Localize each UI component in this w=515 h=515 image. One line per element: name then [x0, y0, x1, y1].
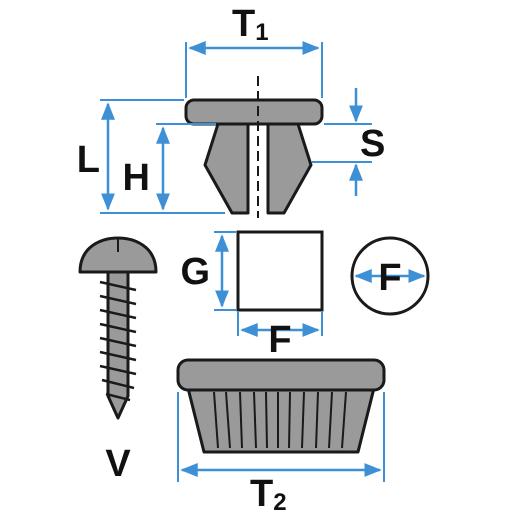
base-cap-part [176, 358, 386, 454]
square-hole-part [236, 230, 324, 312]
cap-ribs [213, 391, 347, 449]
t1-dimension: T1 [185, 3, 323, 98]
h-dimension: H [123, 123, 216, 211]
square-hole [236, 230, 324, 312]
t2-label: T2 [250, 473, 287, 515]
clip-right-leg [266, 122, 313, 215]
clip-left-leg [203, 122, 250, 215]
push-clip-part [184, 76, 324, 218]
cap-lip [176, 358, 386, 392]
g-label: G [180, 251, 210, 293]
f-diameter-label: F [378, 257, 401, 299]
screw-part: V [78, 236, 158, 485]
s-dimension: S [312, 88, 385, 196]
s-label: S [360, 123, 385, 165]
t2-dimension: T2 [177, 392, 385, 515]
h-label: H [123, 157, 150, 199]
f-width-label: F [268, 319, 291, 361]
t1-label: T1 [232, 3, 269, 46]
l-dimension: L [77, 99, 225, 214]
clip-head [184, 98, 324, 126]
v-label: V [105, 443, 131, 485]
l-label: L [77, 139, 100, 181]
f-width-dimension: F [237, 312, 323, 361]
g-dimension: G [180, 231, 236, 311]
round-hole-part: F [350, 236, 430, 316]
screw-thread [99, 280, 137, 402]
